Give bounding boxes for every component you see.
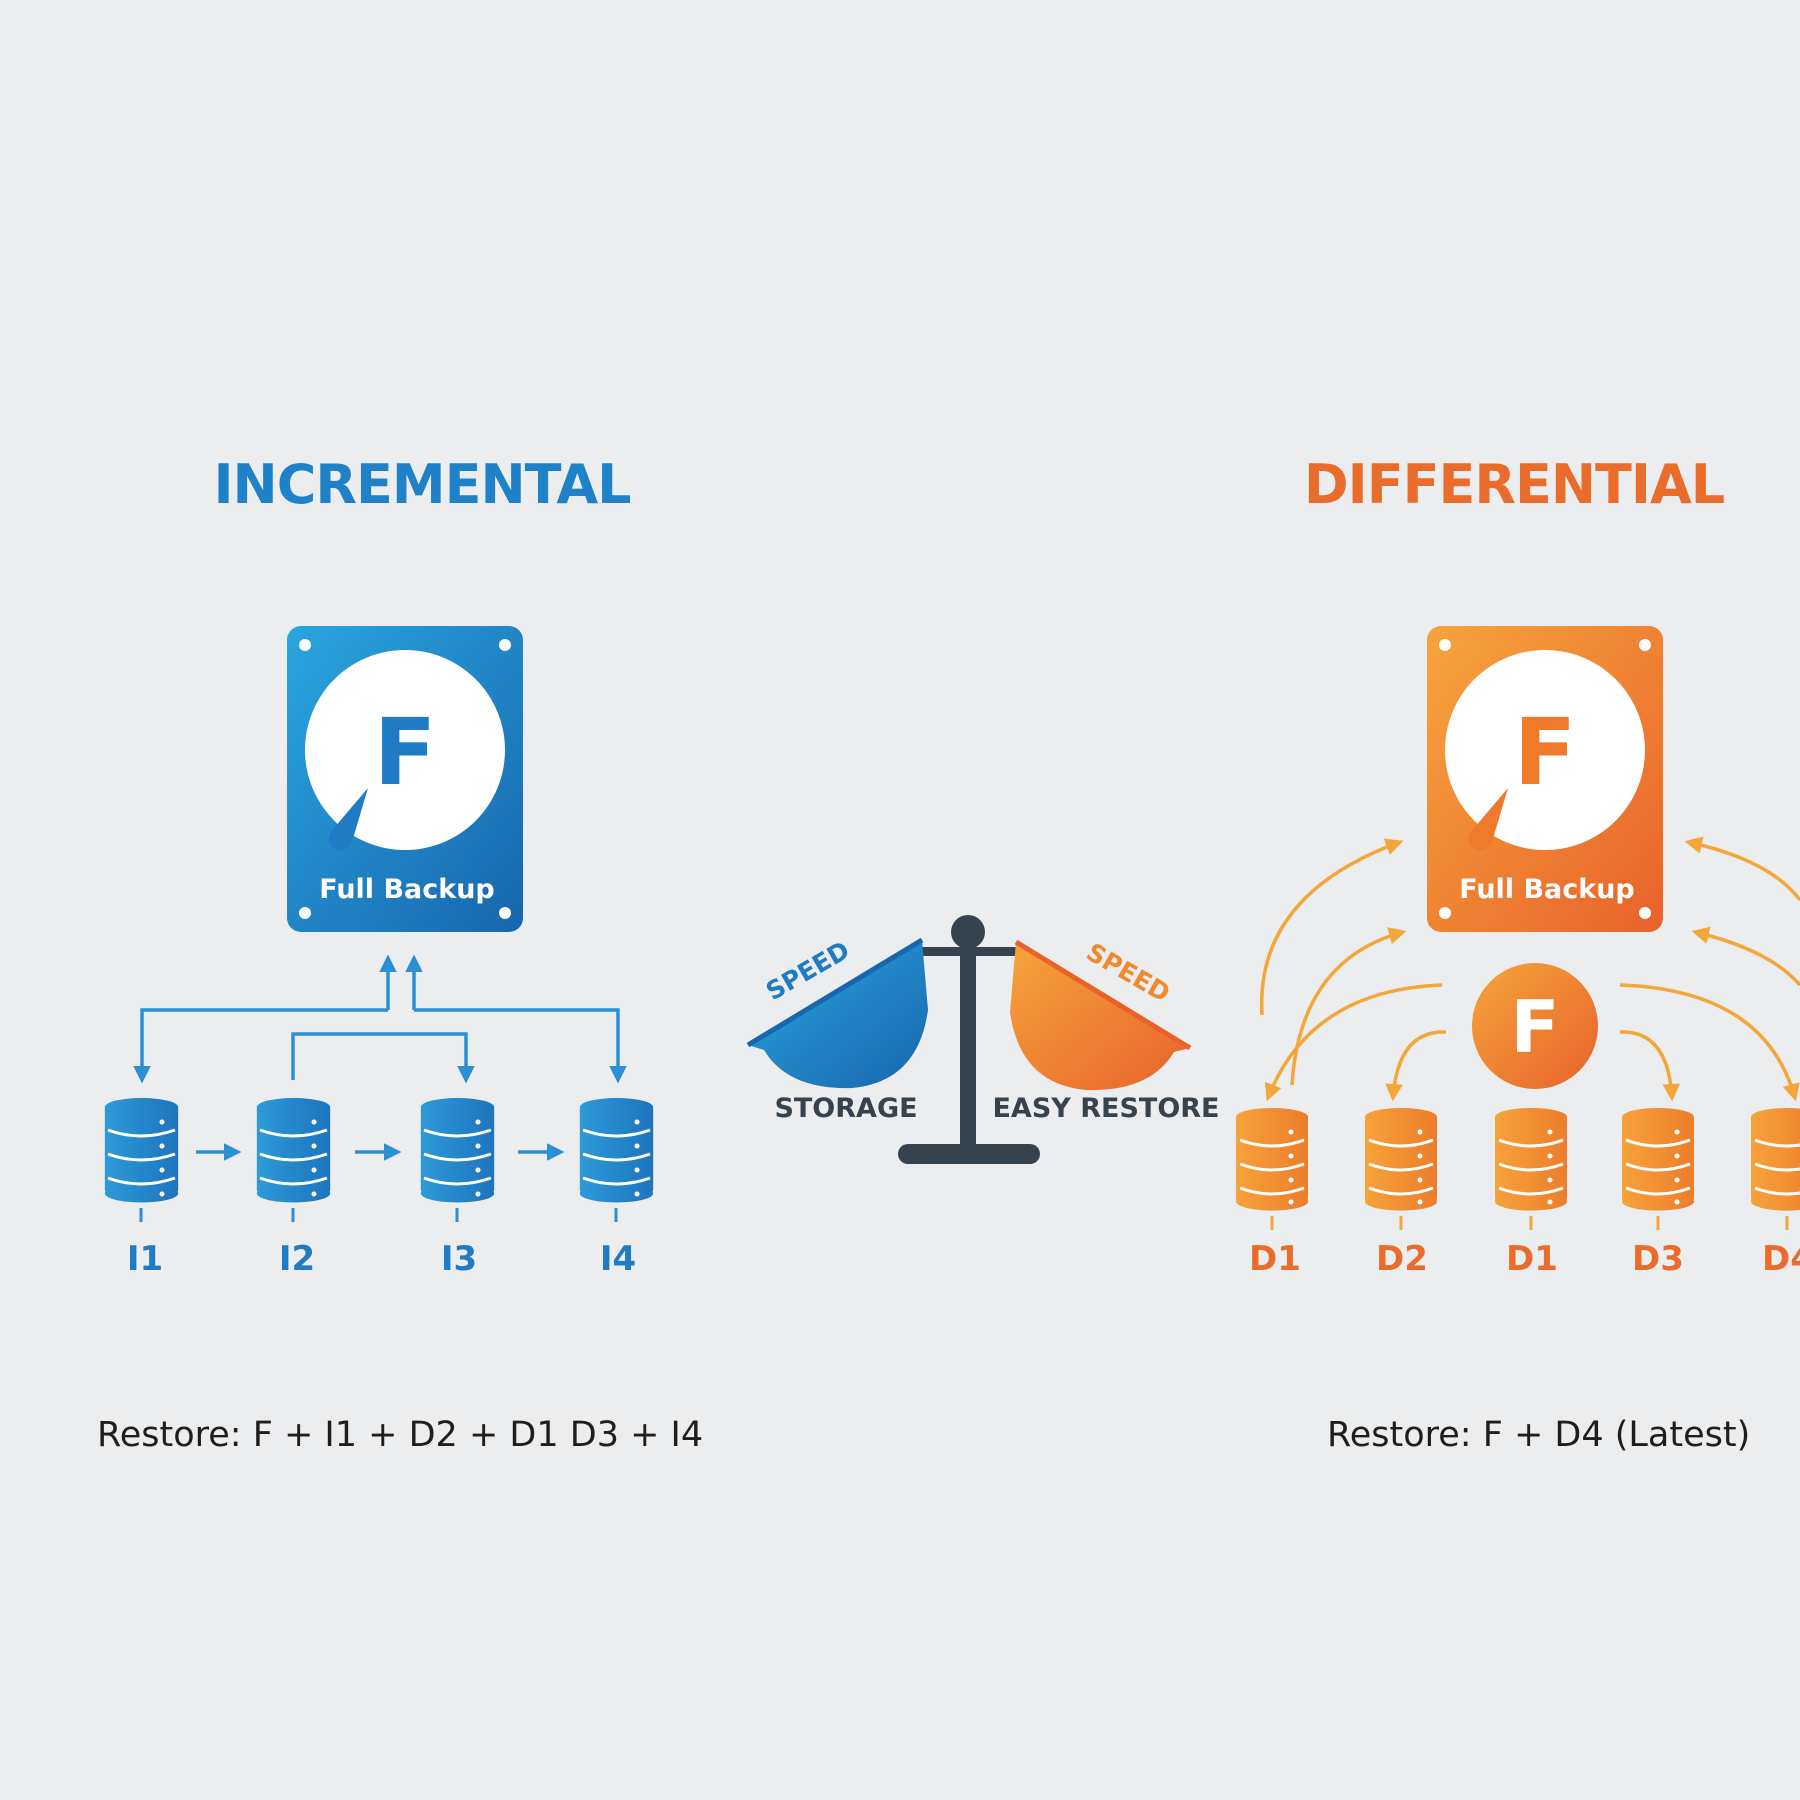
differential-node-labels: D1 D2 D1 D3 D4: [1249, 1239, 1800, 1279]
differential-connectors: [1259, 836, 1800, 1102]
differential-node-label: D1: [1506, 1239, 1558, 1279]
incremental-node-label: I3: [441, 1239, 477, 1279]
differential-full-backup-drive: F Full Backup: [1427, 626, 1663, 932]
scale-right-bottom-label: EASY RESTORE: [992, 1093, 1219, 1124]
incremental-full-letter: F: [374, 699, 437, 806]
arrow-icon: [1259, 838, 1404, 1016]
differential-nodes: [1236, 1108, 1800, 1230]
database-icon: [256, 1098, 331, 1222]
differential-node-label: D3: [1632, 1239, 1684, 1279]
incremental-title: INCREMENTAL: [213, 453, 630, 516]
arrow-icon: [414, 1008, 627, 1084]
database-icon: [579, 1098, 654, 1222]
incremental-connectors: [133, 954, 627, 1161]
differential-node-label: D4: [1762, 1239, 1800, 1279]
balance-scale-icon: [746, 915, 1192, 1164]
database-icon: [104, 1098, 179, 1222]
database-icon: [1495, 1108, 1567, 1230]
arrow-icon: [1691, 926, 1800, 987]
incremental-nodes: [104, 1098, 654, 1222]
differential-hub: F: [1472, 963, 1598, 1089]
arrow-icon: [1290, 927, 1407, 1086]
differential-full-letter: F: [1514, 699, 1577, 806]
hard-drive-icon: [287, 626, 523, 932]
differential-title: DIFFERENTIAL: [1304, 453, 1724, 516]
arrow-icon: [133, 1008, 388, 1084]
database-icon: [1622, 1108, 1694, 1230]
hard-drive-icon: [1427, 626, 1663, 932]
arrow-icon: [1385, 1030, 1447, 1102]
database-icon: [1236, 1108, 1308, 1230]
scale-left-bottom-label: STORAGE: [774, 1093, 917, 1124]
incremental-node-label: I1: [127, 1239, 163, 1279]
database-icon: [1365, 1108, 1437, 1230]
incremental-node-label: I4: [600, 1239, 636, 1279]
database-icon: [1751, 1108, 1800, 1230]
arrow-icon: [1619, 1030, 1680, 1102]
arrow-icon: [291, 1032, 475, 1084]
differential-restore-text: Restore: F + D4 (Latest): [1327, 1415, 1750, 1455]
incremental-node-label: I2: [279, 1239, 315, 1279]
database-icon: [420, 1098, 495, 1222]
differential-hub-letter: F: [1510, 985, 1559, 1069]
arrow-icon: [1264, 983, 1443, 1102]
differential-node-label: D1: [1249, 1239, 1301, 1279]
differential-full-label: Full Backup: [1459, 874, 1635, 905]
arrow-icon: [1619, 983, 1800, 1102]
incremental-restore-text: Restore: F + I1 + D2 + D1 D3 + I4: [97, 1415, 703, 1455]
arrow-icon: [1684, 836, 1800, 902]
differential-node-label: D2: [1376, 1239, 1428, 1279]
incremental-full-backup-drive: F Full Backup: [287, 626, 523, 932]
incremental-node-labels: I1 I2 I3 I4: [127, 1239, 636, 1279]
incremental-full-label: Full Backup: [319, 874, 495, 905]
